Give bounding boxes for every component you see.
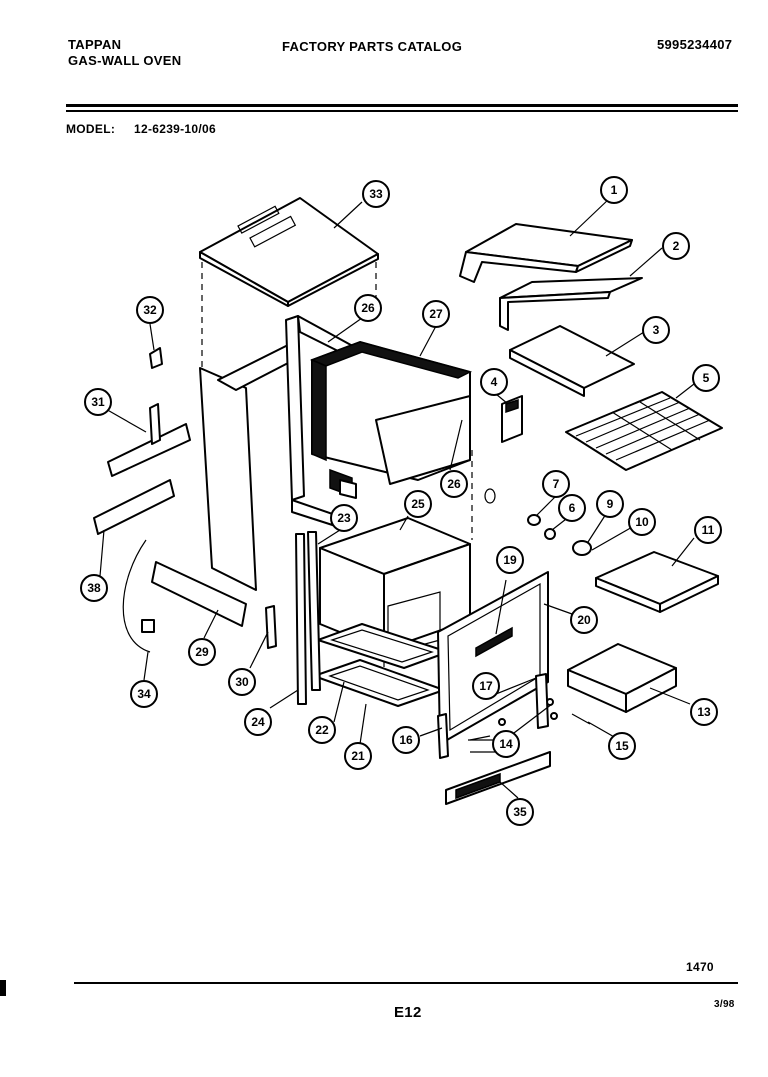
svg-text:26: 26 bbox=[447, 477, 461, 491]
oven-rack-part bbox=[565, 391, 723, 471]
callout-35: 35 bbox=[506, 798, 534, 826]
svg-text:31: 31 bbox=[91, 395, 105, 409]
callout-16: 16 bbox=[392, 726, 420, 754]
date-code: 3/98 bbox=[714, 999, 735, 1010]
svg-text:16: 16 bbox=[399, 733, 413, 747]
svg-text:3: 3 bbox=[653, 323, 660, 337]
figure-number: 1470 bbox=[686, 960, 714, 974]
svg-text:21: 21 bbox=[351, 749, 365, 763]
svg-text:34: 34 bbox=[137, 687, 151, 701]
svg-text:25: 25 bbox=[411, 497, 425, 511]
svg-text:30: 30 bbox=[235, 675, 249, 689]
svg-text:10: 10 bbox=[635, 515, 649, 529]
callout-34: 34 bbox=[130, 680, 158, 708]
svg-text:15: 15 bbox=[615, 739, 629, 753]
callout-13: 13 bbox=[690, 698, 718, 726]
bracket-part bbox=[501, 395, 523, 443]
callout-2: 2 bbox=[662, 232, 690, 260]
callout-33: 33 bbox=[362, 180, 390, 208]
callout-29: 29 bbox=[188, 638, 216, 666]
callout-20: 20 bbox=[570, 606, 598, 634]
callout-21: 21 bbox=[344, 742, 372, 770]
callout-22: 22 bbox=[308, 716, 336, 744]
callout-3: 3 bbox=[642, 316, 670, 344]
callout-24: 24 bbox=[244, 708, 272, 736]
svg-text:23: 23 bbox=[337, 511, 351, 525]
svg-text:1: 1 bbox=[611, 183, 618, 197]
svg-text:20: 20 bbox=[577, 613, 591, 627]
scan-edge-mark bbox=[0, 980, 6, 996]
callout-5: 5 bbox=[692, 364, 720, 392]
callout-25: 25 bbox=[404, 490, 432, 518]
brand-name: TAPPAN bbox=[68, 37, 122, 52]
catalog-number: 5995234407 bbox=[657, 37, 733, 52]
kick-panel-part bbox=[445, 751, 551, 805]
heat-shield-part bbox=[509, 325, 635, 397]
callout-32: 32 bbox=[136, 296, 164, 324]
svg-text:19: 19 bbox=[503, 553, 517, 567]
callout-1: 1 bbox=[600, 176, 628, 204]
callout-31: 31 bbox=[84, 388, 112, 416]
svg-text:24: 24 bbox=[251, 715, 265, 729]
top-panel-part bbox=[199, 197, 379, 307]
svg-text:17: 17 bbox=[479, 679, 493, 693]
oven-frame-part bbox=[285, 315, 361, 531]
svg-text:5: 5 bbox=[703, 371, 710, 385]
callout-15: 15 bbox=[608, 732, 636, 760]
svg-text:33: 33 bbox=[369, 187, 383, 201]
callout-7: 7 bbox=[542, 470, 570, 498]
callout-38: 38 bbox=[80, 574, 108, 602]
svg-text:38: 38 bbox=[87, 581, 101, 595]
svg-text:9: 9 bbox=[607, 497, 614, 511]
broiler-pan-part bbox=[595, 551, 719, 613]
callout-6: 6 bbox=[558, 494, 586, 522]
burner-cover-part bbox=[459, 223, 633, 283]
svg-text:32: 32 bbox=[143, 303, 157, 317]
trim-strip-part bbox=[295, 531, 321, 705]
catalog-title: FACTORY PARTS CATALOG bbox=[282, 39, 463, 54]
callout-4: 4 bbox=[480, 368, 508, 396]
svg-text:11: 11 bbox=[702, 523, 715, 537]
callout-9: 9 bbox=[596, 490, 624, 518]
svg-text:35: 35 bbox=[513, 805, 527, 819]
page-code: E12 bbox=[394, 1004, 422, 1021]
callout-26-top: 26 bbox=[354, 294, 382, 322]
burner-tray-part bbox=[499, 277, 643, 331]
product-name: GAS-WALL OVEN bbox=[68, 53, 182, 68]
callout-17: 17 bbox=[472, 672, 500, 700]
callout-26-bottom: 26 bbox=[440, 470, 468, 498]
svg-text:6: 6 bbox=[569, 501, 576, 515]
callout-19: 19 bbox=[496, 546, 524, 574]
svg-text:26: 26 bbox=[361, 301, 375, 315]
svg-text:13: 13 bbox=[697, 705, 711, 719]
small-parts bbox=[93, 347, 592, 759]
callout-11: 11 bbox=[694, 516, 722, 544]
oven-box-part bbox=[319, 517, 471, 655]
svg-text:14: 14 bbox=[499, 737, 513, 751]
svg-text:29: 29 bbox=[195, 645, 209, 659]
bottom-frame-part bbox=[313, 623, 449, 707]
callout-23: 23 bbox=[330, 504, 358, 532]
callout-14: 14 bbox=[492, 730, 520, 758]
model-number: 12-6239-10/06 bbox=[134, 122, 216, 136]
callout-10: 10 bbox=[628, 508, 656, 536]
callout-30: 30 bbox=[228, 668, 256, 696]
svg-text:2: 2 bbox=[673, 239, 680, 253]
callout-27: 27 bbox=[422, 300, 450, 328]
header-rule-top bbox=[66, 104, 738, 107]
header-rule-bottom bbox=[66, 110, 738, 112]
svg-text:4: 4 bbox=[491, 375, 498, 389]
broiler-drawer-part bbox=[567, 643, 677, 713]
svg-text:7: 7 bbox=[553, 477, 560, 491]
svg-text:27: 27 bbox=[429, 307, 443, 321]
side-panel-part bbox=[199, 343, 291, 591]
svg-text:22: 22 bbox=[315, 723, 329, 737]
model-label: MODEL: bbox=[66, 122, 116, 136]
footer-rule bbox=[74, 982, 738, 984]
